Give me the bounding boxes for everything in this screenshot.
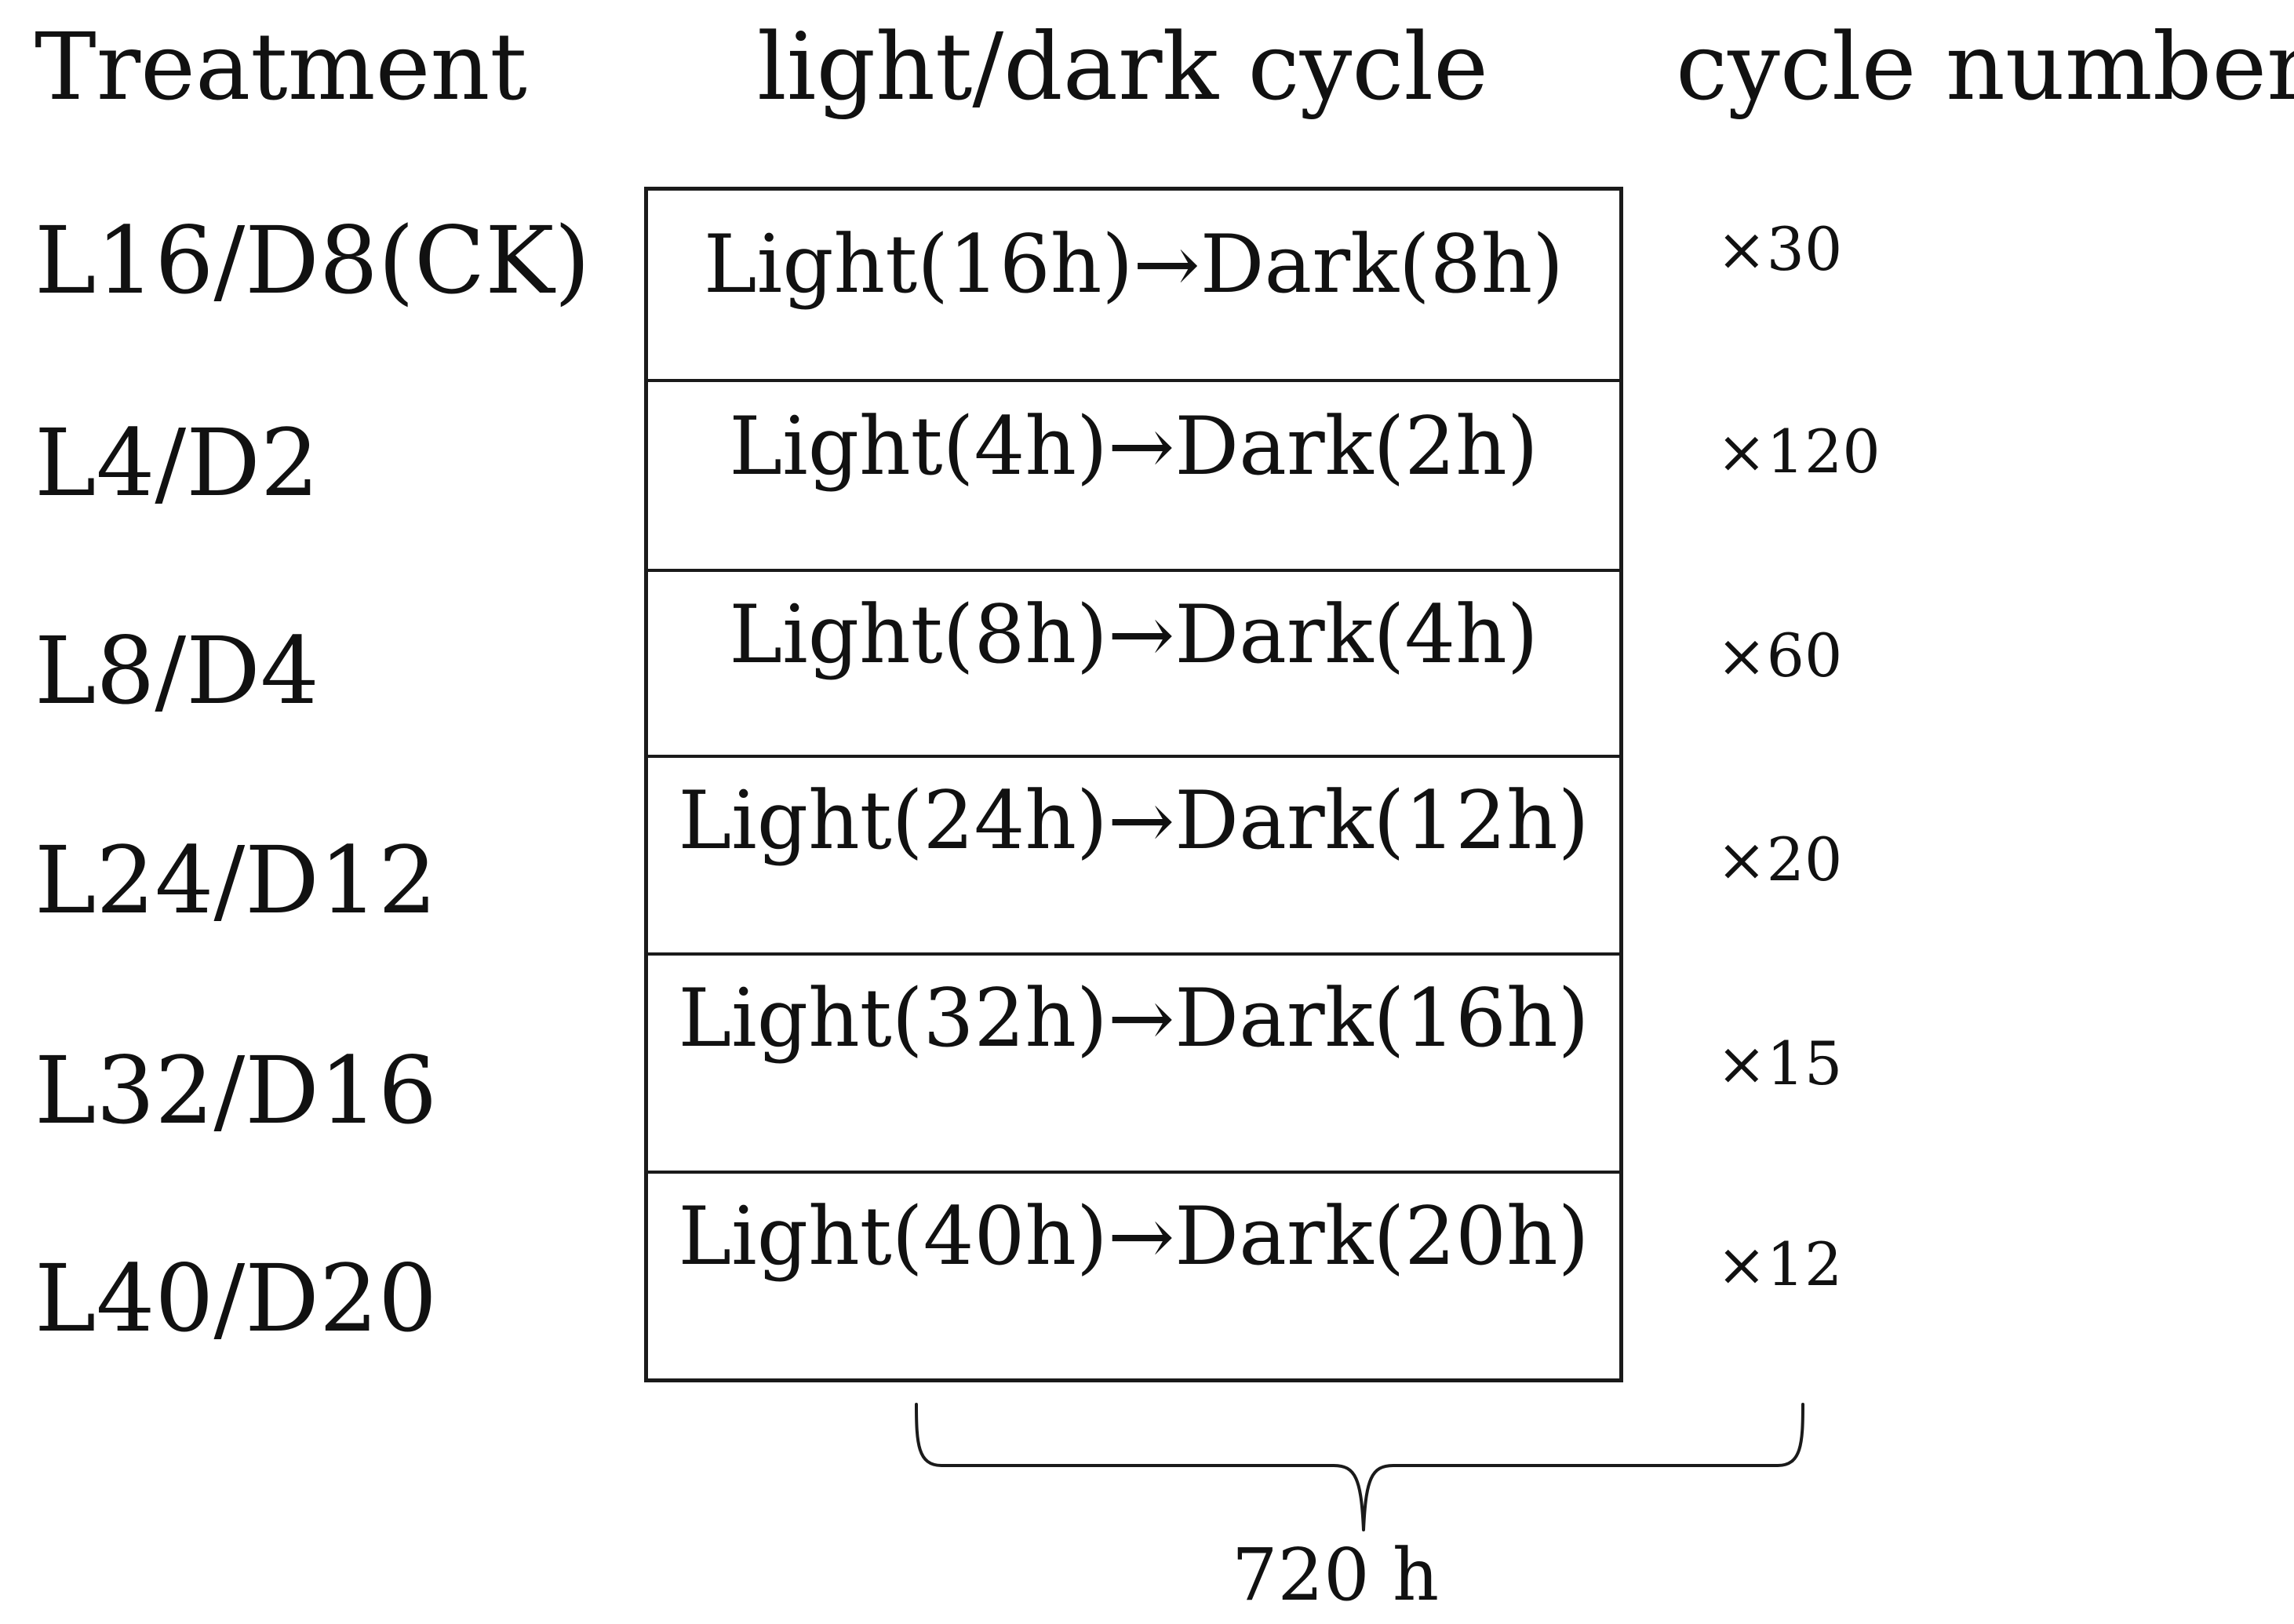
cycle-text: Light(40h)→Dark(20h) xyxy=(678,1190,1589,1284)
cycle-table: Light(16h)→Dark(8h) Light(4h)→Dark(2h) L… xyxy=(644,187,1623,1382)
treatment-label-ck: L16/D8(CK) xyxy=(35,206,591,315)
cycle-row: Light(24h)→Dark(12h) xyxy=(648,755,1619,952)
cycle-column-header: light/dark cycle xyxy=(757,13,1488,121)
cycle-text: Light(24h)→Dark(12h) xyxy=(678,774,1589,868)
cycle-text: Light(8h)→Dark(4h) xyxy=(729,588,1538,682)
cycle-row: Light(8h)→Dark(4h) xyxy=(648,569,1619,755)
cycle-count-l32: ×15 xyxy=(1717,1029,1843,1098)
cycle-row: Light(4h)→Dark(2h) xyxy=(648,379,1619,569)
treatment-label-l8: L8/D4 xyxy=(35,617,319,725)
cycle-count-l4: ×120 xyxy=(1717,417,1881,486)
cycle-count-l24: ×20 xyxy=(1717,825,1843,894)
treatment-label-l4: L4/D2 xyxy=(35,409,319,517)
cycle-number-column-header: cycle number xyxy=(1676,13,2294,121)
cycle-row: Light(40h)→Dark(20h) xyxy=(648,1171,1619,1378)
cycle-text: Light(32h)→Dark(16h) xyxy=(678,972,1589,1065)
treatment-label-l40: L40/D20 xyxy=(35,1244,438,1353)
treatment-column-header: Treatment xyxy=(35,13,527,121)
cycle-text: Light(16h)→Dark(8h) xyxy=(703,218,1564,311)
treatment-label-l32: L32/D16 xyxy=(35,1036,438,1145)
cycle-count-l40: ×12 xyxy=(1717,1229,1843,1299)
cycle-row: Light(32h)→Dark(16h) xyxy=(648,952,1619,1171)
cycle-row: Light(16h)→Dark(8h) xyxy=(648,191,1619,379)
cycle-count-ck: ×30 xyxy=(1717,214,1843,284)
cycle-count-l8: ×60 xyxy=(1717,621,1843,690)
treatment-label-l24: L24/D12 xyxy=(35,826,438,934)
total-duration-label: 720 h xyxy=(1232,1533,1440,1617)
cycle-text: Light(4h)→Dark(2h) xyxy=(729,400,1538,493)
